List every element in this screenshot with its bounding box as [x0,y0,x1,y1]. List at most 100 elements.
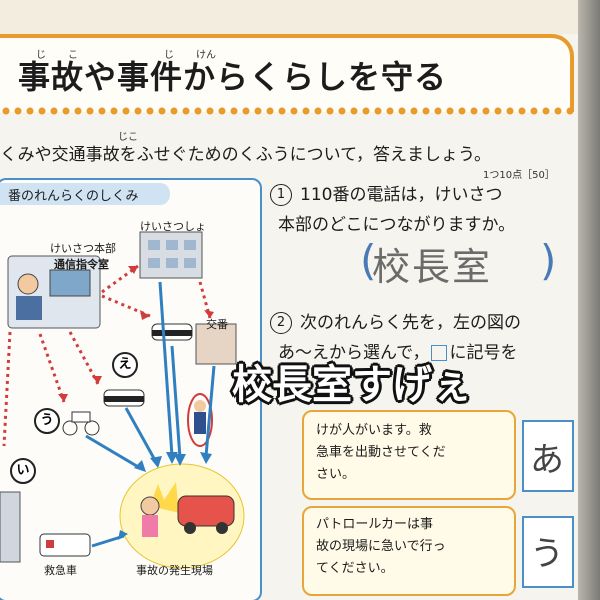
divider-dot [530,107,538,115]
card-1 [302,410,516,500]
divider-dot [362,107,370,115]
divider-dot [170,107,178,115]
card-2-answer: う [530,534,564,574]
title-ruby-ji2: じ [164,50,174,61]
divider-dot [350,107,358,115]
page-title: 事故や事件からくらしを守る [18,58,448,96]
divider-dot [290,107,298,115]
accident-site-label: 事故の発生現場 [136,564,213,577]
diagram-illustration [0,231,245,569]
monitor-illustration [49,269,91,297]
divider-dot [314,107,322,115]
divider-dot [554,107,562,115]
answer-paren-left: ( [360,236,377,285]
fire-station-building [0,491,21,563]
divider-dot [374,107,382,115]
divider-dot [194,107,202,115]
injured-person [140,496,160,516]
title-ruby-ken: けん [196,50,216,61]
points-label: 1つ10点［50］ [483,170,555,181]
divider-dot [470,107,478,115]
divider-dot [254,107,262,115]
koban-label: 交番 [206,318,228,331]
police-station-building [139,231,203,279]
divider-dot [458,107,466,115]
top-band [0,0,592,34]
operator-body [16,296,42,320]
card-2-answer-box[interactable] [522,516,574,588]
divider-dot [206,107,214,115]
operator-illustration [17,273,39,295]
divider-dot [98,107,106,115]
card-1-text: けが人がいます。救急車を出動させてください。 [316,423,446,482]
divider-dot [158,107,166,115]
answer-paren-right: ) [540,236,557,285]
divider-dot [566,107,574,115]
police-motorbike [71,411,91,423]
command-room-label: 通信指令室 [54,258,109,271]
ambulance-label: 救急車 [44,564,77,577]
divider-dot [122,107,130,115]
marker-u: う [34,408,60,434]
card-1-answer: あ [530,440,564,480]
police-hq-label: けいさつ本部 [50,242,116,255]
divider-dot [266,107,274,115]
question-2-line-2: あ～えから選んで，に記号を [278,343,518,363]
divider-dot [278,107,286,115]
answer-box-symbol [431,345,448,361]
divider-dot [302,107,310,115]
divider-dot [14,107,22,115]
divider-dot [86,107,94,115]
diagram-title: 番のれんらくのしくみ [8,189,139,204]
card-2 [302,506,516,596]
instruction-ruby: じこ [118,132,138,143]
question-1-line-2: 本部のどこにつながりますか。 [278,215,516,235]
question-2-number: 2 [270,312,292,334]
koban-building [195,323,237,365]
divider-dot [518,107,526,115]
divider-dot [62,107,70,115]
divider-dot [26,107,34,115]
diagram-title-bar: 番のれんらくのしくみ [0,183,170,205]
divider-dot [398,107,406,115]
ambulance-illustration [39,533,91,557]
divider-dot [74,107,82,115]
divider-dot [50,107,58,115]
instruction-text: くみや交通事故をふせぐためのくふうについて，答えましょう。 [0,145,491,165]
divider-dot [422,107,430,115]
divider-dot [110,107,118,115]
marker-e: え [112,352,138,378]
divider-dot [146,107,154,115]
divider-dot [434,107,442,115]
divider-dot [230,107,238,115]
dotted-divider [2,107,574,115]
divider-dot [494,107,502,115]
question-1-number: 1 [270,184,292,206]
divider-dot [482,107,490,115]
title-ruby-ji: じ [36,50,46,61]
divider-dot [2,107,10,115]
accident-car [177,495,235,527]
divider-dot [326,107,334,115]
police-station-label: けいさつしょ [140,220,206,233]
card-2-text: パトロールカーは事故の現場に急いで行ってください。 [316,517,446,576]
divider-dot [386,107,394,115]
overlay-caption: 校長室すげぇ [232,361,472,408]
divider-dot [338,107,346,115]
divider-dot [410,107,418,115]
blue-dispatch-arrows [85,281,216,548]
divider-dot [506,107,514,115]
divider-dot [182,107,190,115]
marker-i: い [10,458,36,484]
title-ruby-ko: こ [68,50,78,61]
book-binding [578,0,600,600]
divider-dot [542,107,550,115]
officer-circle [187,393,213,447]
divider-dot [218,107,226,115]
card-1-answer-box[interactable] [522,420,574,492]
answer-1-handwriting[interactable]: 校長室 [372,245,493,289]
divider-dot [242,107,250,115]
